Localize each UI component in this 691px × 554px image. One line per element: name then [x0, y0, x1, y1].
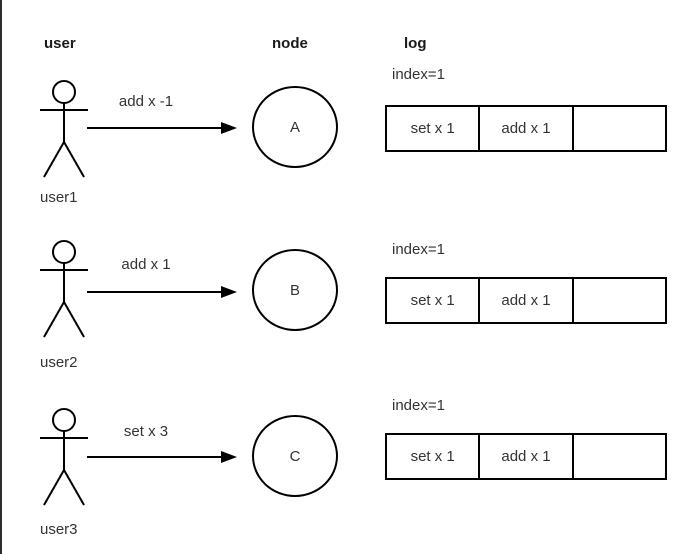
user-name-label: user1 [40, 189, 78, 206]
message-label: add x 1 [121, 256, 171, 273]
message-arrow-icon [87, 122, 237, 134]
log-table: set x 1 add x 1 [385, 433, 667, 480]
log-index-label: index=1 [392, 241, 445, 258]
log-cell: set x 1 [387, 435, 481, 478]
node-letter: C [289, 447, 301, 465]
log-table: set x 1 add x 1 [385, 277, 667, 324]
log-cell: set x 1 [387, 107, 481, 150]
message-arrow-icon [87, 451, 237, 463]
user-name-label: user3 [40, 521, 78, 538]
column-header-user: user [44, 35, 76, 52]
node-letter: B [289, 281, 300, 299]
user-name-label: user2 [40, 354, 78, 371]
log-cell-empty [574, 107, 665, 150]
user-stick-figure-icon [40, 408, 88, 506]
log-cell: add x 1 [480, 435, 574, 478]
log-cell: add x 1 [480, 279, 574, 322]
node-circle: C [252, 415, 338, 497]
message-arrow-icon [87, 286, 237, 298]
log-cell: set x 1 [387, 279, 481, 322]
log-cell-empty [574, 435, 665, 478]
node-letter: A [289, 118, 300, 136]
user-stick-figure-icon [40, 80, 88, 178]
message-label: set x 3 [123, 423, 169, 440]
column-header-node: node [272, 35, 308, 52]
log-table: set x 1 add x 1 [385, 105, 667, 152]
message-label: add x -1 [118, 93, 174, 110]
column-header-log: log [404, 35, 427, 52]
node-circle: A [252, 86, 338, 168]
node-circle: B [252, 249, 338, 331]
log-cell-empty [574, 279, 665, 322]
log-index-label: index=1 [392, 66, 445, 83]
user-stick-figure-icon [40, 240, 88, 338]
log-index-label: index=1 [392, 397, 445, 414]
log-cell: add x 1 [480, 107, 574, 150]
